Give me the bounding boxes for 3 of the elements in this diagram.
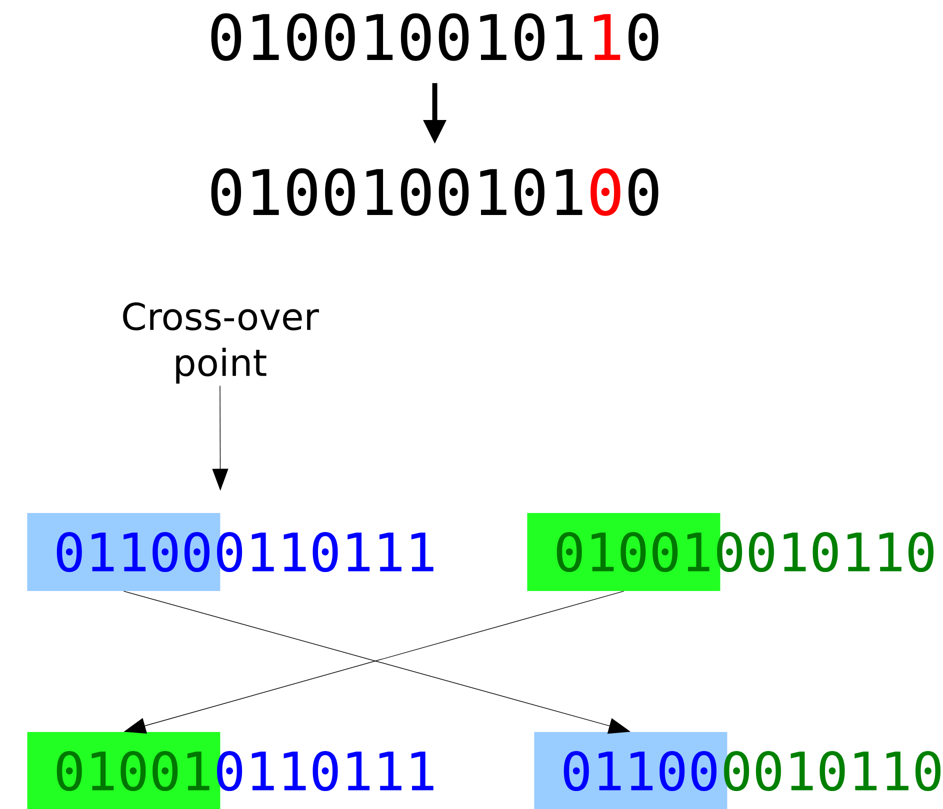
bit-string: 0100100101 10 — [211, 13, 658, 61]
bit-string: 010010010100 — [211, 168, 658, 216]
note-text: Cross-over point — [123, 302, 319, 384]
